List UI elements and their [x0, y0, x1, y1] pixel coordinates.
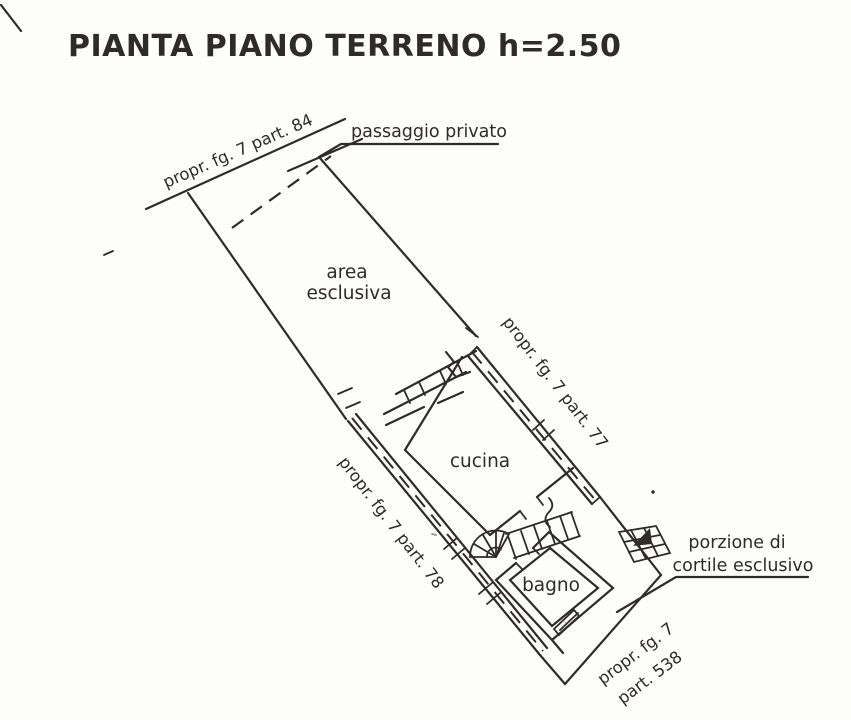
- entry-junction-walls: [337, 327, 479, 427]
- label-parcel-84: propr. fg. 7 part. 84: [160, 110, 315, 192]
- label-cortile-line1: porzione di: [688, 533, 785, 553]
- label-passaggio-privato: passaggio privato: [351, 122, 507, 142]
- scan-artifacts: [0, 3, 655, 536]
- room-label-cucina: cucina: [450, 451, 510, 472]
- label-parcel-77: propr. fg. 7 part. 77: [499, 313, 612, 452]
- spiral-stair-icon: [469, 529, 511, 558]
- courtyard-perimeter-walls: [538, 495, 663, 686]
- area-esclusiva-walls: [186, 155, 478, 421]
- building-left-wall: [346, 412, 549, 657]
- cortile-leader: [615, 575, 810, 614]
- passaggio-privato-leader: [317, 142, 500, 159]
- internal-stair-treads: [505, 511, 581, 560]
- room-label-bagno: bagno: [522, 575, 580, 596]
- building-right-wall: [466, 345, 602, 506]
- room-label-area: area: [326, 262, 367, 283]
- external-stair-icon: [617, 525, 672, 564]
- plan-title: PIANTA PIANO TERRENO h=2.50: [68, 29, 621, 64]
- room-label-esclusiva: esclusiva: [306, 283, 391, 304]
- bagno-walls: [494, 530, 615, 642]
- label-cortile-line2: cortile esclusivo: [673, 556, 814, 576]
